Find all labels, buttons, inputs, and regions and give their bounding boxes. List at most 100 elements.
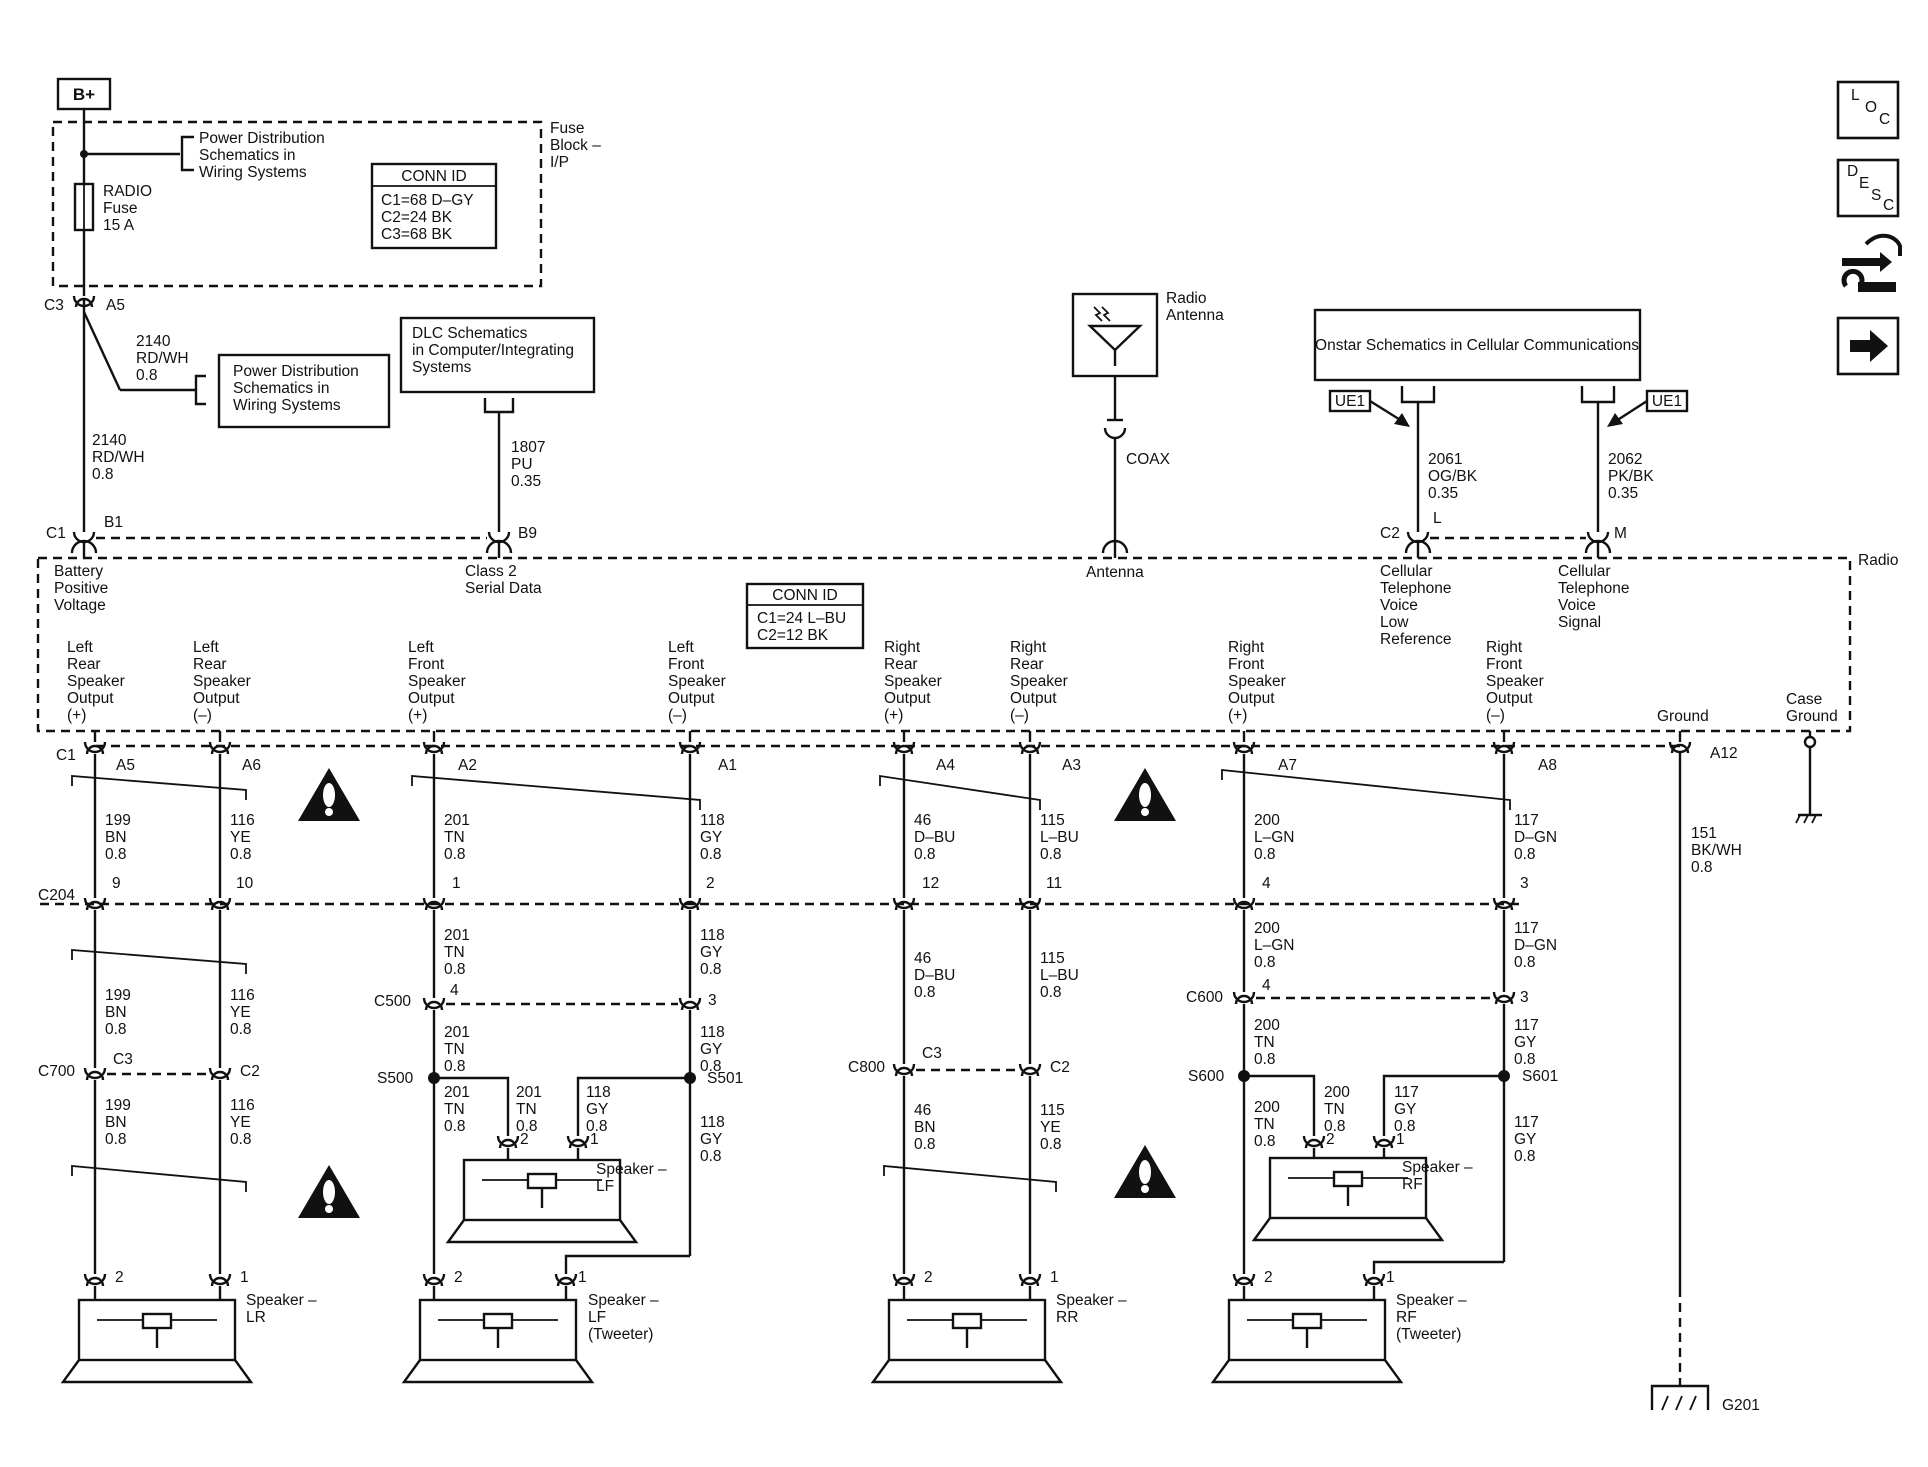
pin-a2: A2 (458, 757, 477, 774)
connector-icon (1232, 1273, 1256, 1286)
connector-icon (1492, 741, 1516, 754)
connector-icon (892, 1063, 916, 1076)
twisted-pair-icon (883, 1165, 1057, 1192)
connector-icon (1492, 897, 1516, 910)
tools-hand-icon[interactable] (1841, 233, 1902, 292)
loc-letter-o: O (1865, 99, 1877, 116)
case-ground-icon (1803, 735, 1817, 749)
connector-icon (83, 1273, 107, 1286)
connector-icon (210, 1276, 230, 1287)
dlc-bracket-icon (483, 398, 515, 414)
warning-icon (1114, 1145, 1176, 1198)
connector-icon (1668, 741, 1692, 754)
connector-icon (424, 1276, 444, 1287)
ref-bracket-icon (180, 135, 194, 172)
connector-icon (422, 741, 446, 754)
pin-a7: A7 (1278, 757, 1297, 774)
connector-icon (1374, 1138, 1394, 1149)
arrow-icon (1607, 413, 1623, 427)
s500-label: S500 (377, 1070, 414, 1087)
nav-icons[interactable]: L O C D E S C (1836, 80, 1902, 376)
c600-label: C600 (1186, 989, 1223, 1006)
pin-a12: A12 (1710, 745, 1738, 762)
wire-segment (576, 1076, 690, 1136)
lr-pin-2: 2 (115, 1269, 124, 1286)
c600-pin-3: 3 (1520, 989, 1529, 1006)
connector-icon (894, 1276, 914, 1287)
fuse-block-outline (51, 120, 543, 288)
connector-icon (1494, 994, 1514, 1005)
connector-icon (85, 1070, 105, 1081)
speaker-cone-icon (445, 1219, 639, 1244)
twisted-pair-icon (71, 1165, 247, 1192)
c1-top-label: C1 (46, 525, 66, 542)
onstar-reference: Onstar Schematics in Cellular Communicat… (1313, 308, 1689, 532)
rf-tw-pin-1: 1 (1386, 1269, 1395, 1286)
wire-segment (564, 1254, 690, 1274)
connector-icon (498, 1138, 518, 1149)
connector-icon (1364, 1276, 1384, 1287)
radio-antenna: Radio Antenna COAX (1071, 290, 1224, 532)
loc-letter-l: L (1851, 87, 1860, 104)
connector-icon (1234, 994, 1254, 1005)
radio-fuse-label: RADIO Fuse 15 A (103, 183, 156, 234)
speaker-magnet-icon (1291, 1312, 1323, 1330)
connector-icon (208, 741, 232, 754)
connector-icon (210, 900, 230, 911)
speaker-magnet-icon (1332, 1170, 1364, 1188)
connector-icon (892, 1273, 916, 1286)
c500-pin-4: 4 (450, 982, 459, 999)
power-distribution-ref-box (217, 353, 391, 429)
c1-bottom-label: C1 (56, 747, 76, 764)
c3-label: C3 (44, 297, 64, 314)
c700-label: C700 (38, 1063, 75, 1080)
pin-a3: A3 (1062, 757, 1081, 774)
connector-icon (894, 900, 914, 911)
speaker-lf-tweeter-icon (418, 1298, 578, 1362)
connector-icon (678, 897, 702, 910)
connector-icon (1234, 744, 1254, 755)
pin-a1: A1 (718, 757, 737, 774)
speaker-magnet-icon (482, 1312, 514, 1330)
loc-button[interactable] (1836, 80, 1900, 140)
twisted-pair-icon (411, 775, 701, 810)
s600-label: S600 (1188, 1068, 1225, 1085)
speaker-lf-tweeter-label: Speaker –LF(Tweeter) (588, 1292, 659, 1343)
wire-2062: 2062 PK/BK 0.35 (1608, 451, 1658, 502)
connector-icon (83, 897, 107, 910)
desc-button[interactable] (1836, 158, 1900, 218)
wire-2140-main: 2140 RD/WH 0.8 (92, 432, 149, 483)
connector-icon (894, 1066, 914, 1077)
case-ground-label: Case Ground (1786, 691, 1838, 725)
coax-connector-icon (1103, 427, 1127, 440)
a5-label: A5 (106, 297, 125, 314)
connector-icon (1304, 1138, 1324, 1149)
fuse-block: Fuse Block – I/P Power Distribution Sche… (51, 120, 601, 288)
b-plus-label: B+ (73, 85, 95, 104)
connector-icon (422, 997, 446, 1010)
connector-icon (1018, 1063, 1042, 1076)
desc-letter-c2: C (1883, 197, 1894, 214)
wire-1807: 1807 PU 0.35 (511, 439, 550, 490)
speaker-rf-label: Speaker –RF (1402, 1159, 1473, 1193)
pin-l-label: L (1433, 510, 1442, 527)
conn-id-box-radio (745, 582, 865, 650)
ue1-label-left: UE1 (1335, 393, 1365, 410)
radio-outline (36, 556, 1852, 733)
ref-bracket-icon (194, 374, 206, 406)
connector-icon (210, 1070, 230, 1081)
